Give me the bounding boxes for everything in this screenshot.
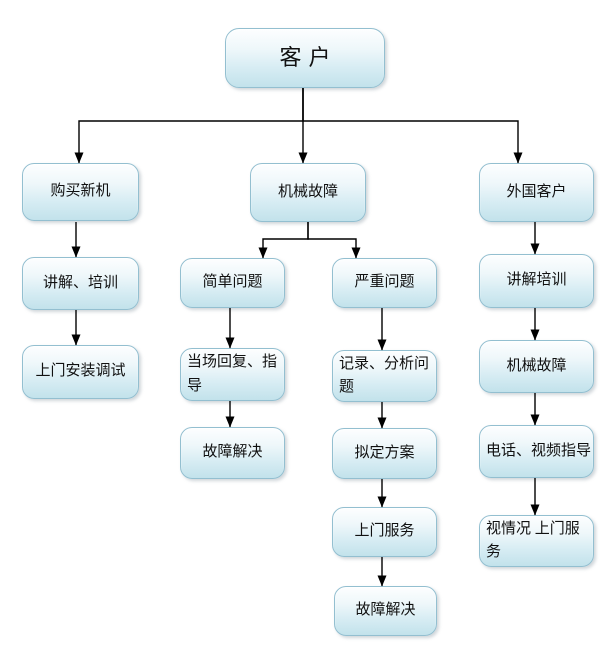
node-buy-new-machine: 购买新机 (22, 163, 139, 221)
node-label-onsite-service: 上门服务 (354, 523, 415, 540)
node-serious-problem: 严重问题 (332, 258, 437, 308)
node-draft-plan: 拟定方案 (332, 428, 437, 479)
node-label-simple-problem: 简单问题 (202, 274, 263, 291)
node-label-draft-plan: 拟定方案 (354, 444, 415, 461)
node-label-customer: 客户 (279, 44, 338, 70)
node-label-explain-training-foreign: 讲解培训 (506, 272, 567, 289)
node-explain-training: 讲解、培训 (22, 257, 139, 310)
node-label-phone-video-guidance: 电话、视频指导 (486, 442, 592, 459)
node-simple-problem: 简单问题 (180, 258, 285, 308)
node-label-fault-resolved-simple: 故障解决 (202, 444, 263, 461)
node-onsite-service: 上门服务 (332, 507, 437, 557)
node-label-record-analyze-problem: 记录、分析问题 (339, 355, 430, 395)
node-onspot-reply-guidance: 当场回复、指导 (180, 348, 285, 401)
node-label-explain-training: 讲解、培训 (42, 274, 118, 291)
node-label-situational-onsite-service: 视情况 上门服务 (486, 520, 580, 560)
edge-customer-to-buy-new-machine (74, 88, 304, 164)
node-fault-resolved-simple: 故障解决 (180, 427, 285, 479)
node-label-serious-problem: 严重问题 (354, 274, 415, 291)
node-foreign-customer: 外国客户 (479, 163, 594, 222)
edge-mechanical-fault-to-serious-problem (307, 222, 361, 259)
edge-mechanical-fault-to-simple-problem (258, 222, 309, 259)
node-label-foreign-customer: 外国客户 (506, 183, 567, 200)
node-record-analyze-problem: 记录、分析问题 (332, 350, 437, 402)
node-label-mechanical-fault: 机械故障 (277, 183, 338, 200)
edge-customer-to-foreign-customer (302, 88, 523, 164)
node-label-onsite-install-debug: 上门安装调试 (35, 363, 126, 380)
node-phone-video-guidance: 电话、视频指导 (479, 425, 594, 478)
node-mechanical-fault-foreign: 机械故障 (479, 340, 594, 393)
node-label-onspot-reply-guidance: 当场回复、指导 (187, 354, 278, 394)
node-onsite-install-debug: 上门安装调试 (22, 345, 139, 399)
node-label-fault-resolved-serious: 故障解决 (355, 602, 416, 619)
node-label-buy-new-machine: 购买新机 (50, 183, 111, 200)
node-label-mechanical-fault-foreign: 机械故障 (506, 357, 567, 374)
node-mechanical-fault: 机械故障 (250, 163, 366, 222)
node-situational-onsite-service: 视情况 上门服务 (479, 515, 594, 567)
node-explain-training-foreign: 讲解培训 (479, 254, 594, 308)
node-fault-resolved-serious: 故障解决 (334, 586, 437, 636)
node-customer: 客户 (225, 28, 385, 88)
